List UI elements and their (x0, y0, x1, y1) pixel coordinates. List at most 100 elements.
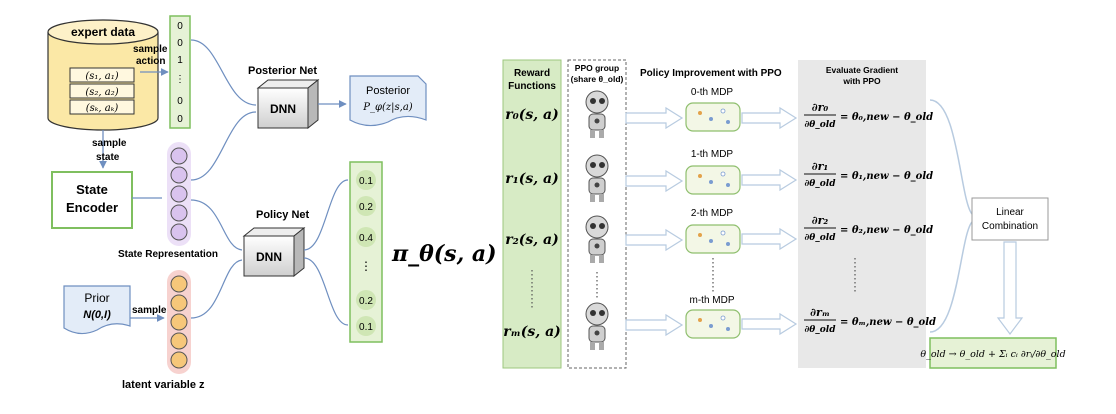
expert-row-1: (s₁, a₁) (85, 71, 118, 82)
grad-den-m: ∂θ_old (804, 325, 836, 335)
hollow-arrow-robot-m (625, 313, 684, 337)
hollow-arrow-mdp-2 (741, 227, 798, 251)
expert-row-2: (s₂, a₂) (85, 87, 118, 98)
mdp-label-0: 0-th MDP (691, 87, 734, 98)
grad-rhs-1: = θ₁,new − θ_old (840, 171, 933, 182)
posterior-net-title: Posterior Net (248, 65, 317, 77)
gradient-eq-2: ∂r₂ ∂θ_old = θ₂,new − θ_old (804, 214, 933, 243)
prob-3: ⋮ (360, 259, 372, 273)
gradient-eq-m: ∂rₘ ∂θ_old = θₘ,new − θ_old (804, 306, 936, 335)
sample-state-label-1: sample (92, 138, 127, 149)
policy-dnn-cube: DNN (242, 226, 306, 278)
grad-rhs-m: = θₘ,new − θ_old (840, 317, 936, 328)
mdp-label-1: 1-th MDP (691, 149, 734, 160)
hollow-arrow-mdp-0 (741, 106, 798, 130)
posterior-output: Posterior P_φ(z|s,a) (349, 75, 427, 127)
hollow-arrow-robot-1 (625, 169, 684, 193)
ppo-header-2: (share θ_old) (571, 74, 624, 84)
ppo-header-1: PPO group (575, 63, 619, 73)
prob-4: 0.2 (359, 296, 373, 307)
action-vec-2: 1 (177, 55, 183, 66)
reward-panel (502, 59, 562, 369)
grad-rhs-0: = θ₀,new − θ_old (840, 112, 933, 123)
sample-label: sample (132, 305, 167, 316)
posterior-out-formula: P_φ(z|s,a) (362, 102, 413, 113)
sample-state-label-2: state (96, 152, 120, 163)
robot-icon-0 (585, 90, 609, 138)
mdp-box-1 (685, 165, 741, 195)
posterior-dnn-cube: DNN (256, 78, 320, 130)
expert-row-3: (sₖ, aₖ) (86, 103, 119, 114)
posterior-out-title: Posterior (366, 85, 410, 97)
gradient-eq-0: ∂r₀ ∂θ_old = θ₀,new − θ_old (804, 101, 933, 130)
action-vec-1: 0 (177, 38, 183, 49)
action-vec-4: 0 (177, 96, 183, 107)
grad-den-0: ∂θ_old (804, 120, 836, 130)
prob-5: 0.1 (359, 322, 373, 333)
reward-2: r₂(s, a) (505, 232, 558, 248)
robot-icon-2 (585, 215, 609, 263)
robot-icon-1 (585, 154, 609, 202)
gradient-eq-1: ∂r₁ ∂θ_old = θ₁,new − θ_old (804, 160, 933, 189)
grad-num-0: ∂r₀ (812, 101, 829, 114)
state-encoder-line-1: State (76, 182, 108, 197)
hollow-arrow-mdp-1 (741, 168, 798, 192)
prior-dist: N(0,I) (83, 309, 111, 321)
update-rule: θ_old → θ_old + Σᵢ cᵢ ∂rᵢ/∂θ_old (920, 349, 1065, 360)
latent-variable-label: latent variable z (122, 379, 205, 391)
hollow-arrow-mdp-m (741, 312, 798, 336)
mdp-box-m (685, 309, 741, 339)
expert-data-cylinder: expert data (s₁, a₁) (s₂, a₂) (sₖ, aₖ) (47, 19, 159, 131)
gradient-panel (798, 60, 926, 368)
policy-dnn-label: DNN (256, 250, 282, 264)
grad-num-1: ∂r₁ (812, 160, 829, 173)
eval-header-1: Evaluate Gradient (826, 65, 898, 75)
sample-action-label-1: sample (133, 44, 168, 55)
mdp-box-2 (685, 224, 741, 254)
linear-combination-box: Linear Combination (971, 197, 1049, 241)
policy-probabilities: 0.1 0.2 0.4 ⋮ 0.2 0.1 (349, 161, 383, 343)
reward-header-2: Functions (508, 81, 556, 92)
action-vector: 0 0 1 ⋮ 0 0 (169, 15, 191, 129)
prior-box: Prior N(0,I) (63, 285, 131, 335)
mdp-box-0 (685, 102, 741, 132)
state-representation (167, 142, 191, 246)
linear-combination-line-1: Linear (996, 207, 1024, 218)
reward-0: r₀(s, a) (505, 107, 558, 123)
grad-num-m: ∂rₘ (810, 306, 830, 319)
state-encoder-box: State Encoder (51, 171, 133, 229)
policy-improvement-header: Policy Improvement with PPO (640, 68, 782, 79)
expert-data-title: expert data (71, 25, 135, 39)
grad-den-2: ∂θ_old (804, 233, 836, 243)
action-vec-5: 0 (177, 114, 183, 125)
linear-combination-line-2: Combination (982, 221, 1038, 232)
reward-header-1: Reward (514, 68, 550, 79)
update-rule-box: θ_old → θ_old + Σᵢ cᵢ ∂rᵢ/∂θ_old (920, 337, 1066, 369)
grad-num-2: ∂r₂ (812, 214, 829, 227)
prob-0: 0.1 (359, 176, 373, 187)
reward-m: rₘ(s, a) (503, 324, 561, 340)
posterior-dnn-label: DNN (270, 102, 296, 116)
hollow-arrow-robot-0 (625, 106, 684, 130)
eval-header-2: with PPO (842, 76, 881, 86)
policy-pi-label: π_θ(s, a) (391, 241, 497, 267)
prob-2: 0.4 (359, 233, 373, 244)
sample-action-label-2: action (136, 56, 165, 67)
grad-rhs-2: = θ₂,new − θ_old (840, 225, 933, 236)
hollow-arrow-down (996, 241, 1024, 335)
prior-title: Prior (84, 291, 109, 305)
mdp-label-m: m-th MDP (690, 295, 735, 306)
robot-icon-m (585, 302, 609, 350)
state-representation-label: State Representation (118, 249, 218, 260)
policy-net-title: Policy Net (256, 209, 310, 221)
action-vec-0: 0 (177, 21, 183, 32)
state-encoder-line-2: Encoder (66, 200, 118, 215)
hollow-arrow-robot-2 (625, 228, 684, 252)
mdp-label-2: 2-th MDP (691, 208, 734, 219)
action-vec-3: ⋮ (175, 74, 185, 85)
reward-1: r₁(s, a) (505, 171, 558, 187)
latent-variable (167, 270, 191, 374)
grad-den-1: ∂θ_old (804, 179, 836, 189)
prob-1: 0.2 (359, 202, 373, 213)
